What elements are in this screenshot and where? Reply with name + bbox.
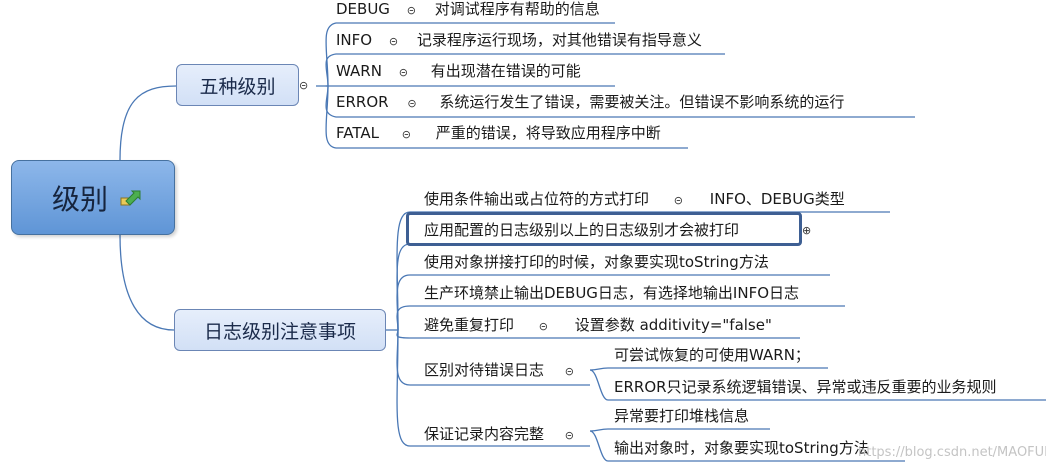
- note-subitem[interactable]: 输出对象时，对象要实现toString方法: [614, 439, 869, 457]
- level-name: ERROR: [336, 93, 389, 111]
- note-subitem[interactable]: 可尝试恢复的可使用WARN；: [614, 346, 810, 364]
- collapse-icon[interactable]: ⊝: [564, 365, 575, 378]
- level-name: FATAL: [336, 124, 379, 142]
- level-name: DEBUG: [336, 0, 390, 18]
- collapse-icon[interactable]: ⊝: [398, 66, 408, 79]
- collapse-icon[interactable]: ⊝: [564, 429, 575, 442]
- collapse-icon[interactable]: ⊝: [407, 97, 417, 110]
- level-item-info[interactable]: INFO ⊝ 记录程序运行现场，对其他错误有指导意义: [336, 31, 702, 51]
- note-text: 区别对待错误日志: [424, 361, 545, 379]
- note-text: 生产环境禁止输出DEBUG日志，有选择地输出INFO日志: [424, 284, 800, 302]
- green-arrow-icon: [120, 190, 141, 206]
- note-detail: INFO、DEBUG类型: [709, 190, 845, 208]
- level-name: WARN: [336, 62, 382, 80]
- note-item[interactable]: 保证记录内容完整 ⊝: [424, 425, 574, 445]
- level-desc: 有出现潜在错误的可能: [430, 62, 581, 80]
- note-item[interactable]: 避免重复打印 ⊝ 设置参数 additivity="false": [424, 316, 772, 336]
- branch-notes-label: 日志级别注意事项: [203, 320, 356, 343]
- note-text: 使用条件输出或占位符的方式打印: [424, 190, 650, 208]
- note-item-selected[interactable]: 应用配置的日志级别以上的日志级别才会被打印: [424, 221, 739, 239]
- note-item[interactable]: 区别对待错误日志 ⊝: [424, 361, 574, 381]
- level-item-error[interactable]: ERROR ⊝ 系统运行发生了错误，需要被关注。但错误不影响系统的运行: [336, 93, 844, 113]
- collapse-icon[interactable]: ⊝: [673, 194, 684, 207]
- level-desc: 记录程序运行现场，对其他错误有指导意义: [416, 31, 702, 49]
- collapse-icon[interactable]: ⊝: [388, 35, 399, 48]
- note-subitem-text: ERROR只记录系统逻辑错误、异常或违反重要的业务规则: [614, 378, 997, 396]
- note-detail: 设置参数 additivity="false": [574, 316, 772, 334]
- note-subitem-text: 输出对象时，对象要实现toString方法: [614, 439, 869, 457]
- root-node[interactable]: 级别: [11, 160, 175, 235]
- collapse-icon[interactable]: ⊝: [538, 320, 549, 333]
- note-text: 应用配置的日志级别以上的日志级别才会被打印: [424, 221, 740, 239]
- collapse-icon[interactable]: ⊝: [299, 79, 309, 92]
- note-text: 保证记录内容完整: [424, 425, 545, 443]
- expand-icon[interactable]: ⊕: [802, 224, 812, 237]
- level-desc: 对调试程序有帮助的信息: [434, 0, 600, 18]
- note-text: 使用对象拼接打印的时候，对象要实现toString方法: [424, 253, 769, 271]
- collapse-icon[interactable]: ⊝: [406, 4, 416, 17]
- note-item[interactable]: 生产环境禁止输出DEBUG日志，有选择地输出INFO日志: [424, 284, 799, 302]
- note-subitem[interactable]: ERROR只记录系统逻辑错误、异常或违反重要的业务规则: [614, 378, 997, 396]
- level-desc: 系统运行发生了错误，需要被关注。但错误不影响系统的运行: [439, 93, 845, 111]
- watermark: https://blog.csdn.net/MAOFULI: [858, 445, 1046, 460]
- note-subitem-text: 异常要打印堆栈信息: [614, 407, 750, 425]
- branch-levels[interactable]: 五种级别: [176, 64, 299, 106]
- note-item[interactable]: 使用条件输出或占位符的方式打印 ⊝ INFO、DEBUG类型: [424, 190, 845, 210]
- note-item[interactable]: 使用对象拼接打印的时候，对象要实现toString方法: [424, 253, 769, 271]
- level-item-fatal[interactable]: FATAL ⊝ 严重的错误，将导致应用程序中断: [336, 124, 661, 144]
- collapse-icon[interactable]: ⊝: [401, 128, 411, 141]
- branch-levels-label: 五种级别: [199, 75, 276, 98]
- note-subitem-text: 可尝试恢复的可使用WARN；: [614, 346, 810, 364]
- level-name: INFO: [336, 31, 373, 49]
- note-subitem[interactable]: 异常要打印堆栈信息: [614, 407, 749, 425]
- root-label: 级别: [52, 183, 109, 216]
- branch-notes[interactable]: 日志级别注意事项: [174, 309, 386, 351]
- level-item-debug[interactable]: DEBUG ⊝ 对调试程序有帮助的信息: [336, 0, 600, 20]
- selected-node-highlight: [406, 212, 802, 246]
- level-item-warn[interactable]: WARN ⊝ 有出现潜在错误的可能: [336, 62, 581, 82]
- level-desc: 严重的错误，将导致应用程序中断: [435, 124, 661, 142]
- note-text: 避免重复打印: [424, 316, 515, 334]
